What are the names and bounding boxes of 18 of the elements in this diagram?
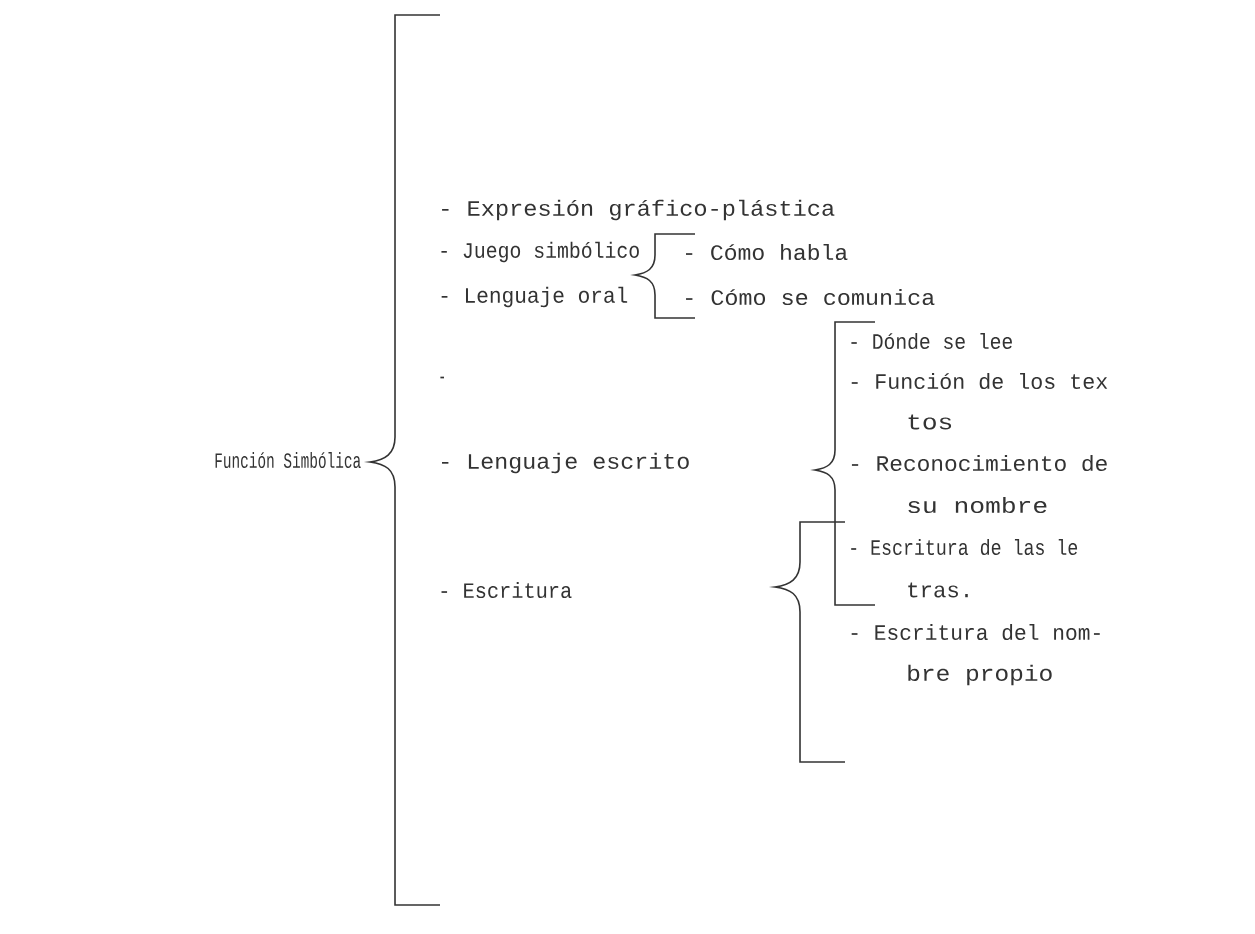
- list-item: - Lenguaje oral: [441, 286, 628, 308]
- heading-text: Función Simbólica: [215, 451, 361, 469]
- list-item: - Expresión gráfico-plástica: [442, 199, 835, 221]
- list-item: - Escritura del nom-: [851, 623, 1100, 641]
- list-item: - Cómo se comunica: [686, 288, 935, 306]
- list-item: tos: [908, 414, 952, 430]
- list-item: - Lenguaje escrito: [442, 452, 689, 474]
- list-item: - Escritura de las le: [851, 538, 1078, 556]
- list-item: bre propio: [908, 664, 1052, 686]
- list-item: - Juego simbólico: [441, 241, 639, 263]
- list-item: - Reconocimiento de: [851, 454, 1107, 472]
- list-item: - Función de los tex: [851, 372, 1108, 390]
- list-item: su nombre: [908, 496, 1047, 514]
- list-item: - Cómo habla: [685, 243, 848, 261]
- list-item: tras.: [908, 582, 968, 598]
- list-item: - Dónde se lee: [851, 332, 1012, 350]
- list-item: -: [440, 376, 445, 379]
- list-item: - Escritura: [441, 581, 572, 599]
